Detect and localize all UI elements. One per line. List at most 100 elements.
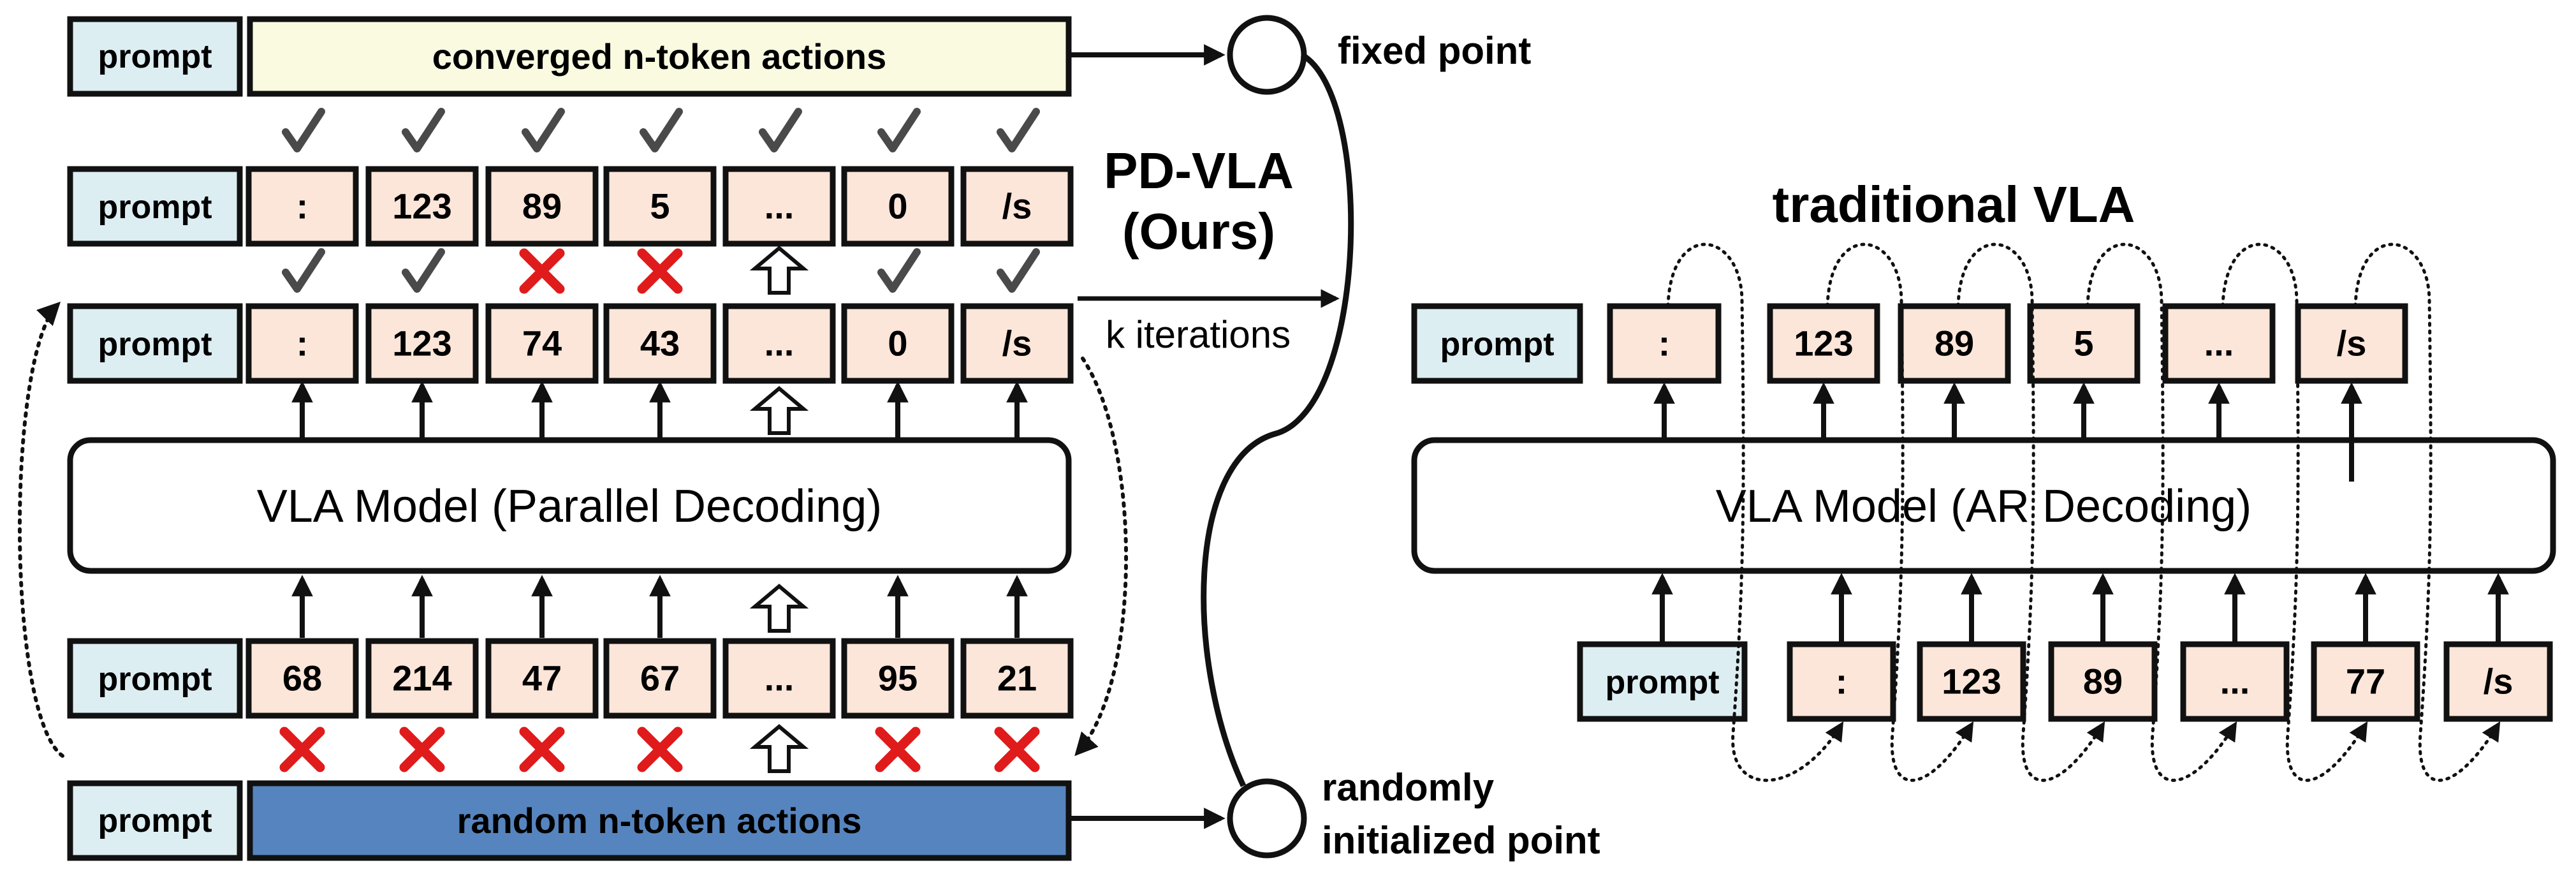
- token-row_top-5-text: 0: [888, 186, 907, 226]
- convergence-trajectory: [1201, 52, 1354, 787]
- token-row_top-5-box: [841, 166, 955, 247]
- prompt-box-traditional-output: [1411, 303, 1583, 384]
- token-row_mid-5-text: 0: [888, 323, 907, 364]
- check-mark: [877, 108, 921, 152]
- prompt-label: prompt: [1440, 326, 1554, 363]
- ar-output-0-box: [1607, 303, 1722, 384]
- ar-input-3-text: ...: [2220, 661, 2250, 702]
- right-feedback-loop: [1074, 357, 1129, 756]
- check-mark: [522, 108, 565, 152]
- token-row_top-6-box: [960, 166, 1074, 247]
- token-row_top-4-text: ...: [765, 186, 794, 226]
- ar-input-0-text: :: [1836, 661, 1848, 702]
- ar-dotted-loop: [2221, 242, 2368, 782]
- token-row_mid-2-text: 74: [522, 323, 562, 364]
- pd-vla-title-line1: PD-VLA: [1104, 142, 1294, 199]
- cross-mark: [637, 727, 683, 772]
- token-row_top-1-box: [365, 166, 479, 247]
- prompt-box-random: [67, 780, 243, 861]
- prompt-box: [67, 303, 243, 384]
- ar-output-5-text: /s: [2337, 323, 2367, 364]
- ar-output-1-text: 123: [1794, 323, 1853, 364]
- check-mark: [402, 108, 445, 152]
- random-point-label-line2: initialized point: [1322, 819, 1600, 862]
- cross-mark: [279, 727, 325, 772]
- token-row_mid-0-text: :: [296, 323, 309, 364]
- ar-input-2-text: 89: [2083, 661, 2123, 702]
- token-row_top-3-text: 5: [650, 186, 670, 226]
- initial-point-circle: [1227, 778, 1307, 859]
- ar-dotted-loop: [1956, 242, 2105, 782]
- token-row_bottom-1-text: 214: [392, 658, 451, 698]
- ar-output-0-text: :: [1658, 323, 1671, 364]
- converged-actions-box: [247, 16, 1072, 97]
- prompt-label: prompt: [98, 189, 212, 226]
- check-mark: [997, 108, 1040, 152]
- ar-input-0-box: [1787, 641, 1896, 722]
- ar-output-5-box: [2295, 303, 2408, 384]
- ar-input-1-text: 123: [1942, 661, 2001, 702]
- ar-input-4-text: 77: [2346, 661, 2385, 702]
- check-mark: [282, 108, 325, 152]
- token-row_mid-4-text: ...: [765, 323, 794, 364]
- token-row_bottom-0-text: 68: [282, 658, 322, 698]
- token-row_bottom-3-text: 67: [640, 658, 680, 698]
- token-row_mid-3-text: 43: [640, 323, 680, 364]
- token-row_mid-4-box: [722, 303, 836, 384]
- check-mark: [759, 108, 802, 152]
- prompt-box: [67, 638, 243, 719]
- ar-dotted-loop: [1666, 242, 1844, 782]
- prompt-label: prompt: [98, 38, 212, 75]
- ar-decoding-model-box: [1411, 437, 2556, 574]
- ar-input-5-text: /s: [2484, 661, 2514, 702]
- token-row_top-0-box: [245, 166, 359, 247]
- prompt-label: prompt: [98, 326, 212, 363]
- token-row_top-3-box: [603, 166, 717, 247]
- check-mark: [402, 248, 445, 293]
- cross-mark: [399, 727, 445, 772]
- token-row_top-1-text: 123: [392, 186, 451, 226]
- traditional-vla-title: traditional VLA: [1773, 176, 2135, 233]
- token-row_bottom-4-box: [722, 638, 836, 719]
- token-row_top-2-text: 89: [522, 186, 562, 226]
- token-row_bottom-2-text: 47: [522, 658, 562, 698]
- ar-input-3-box: [2180, 641, 2290, 722]
- ar-dotted-loop: [2086, 242, 2237, 782]
- converged-actions-label: converged n-token actions: [432, 36, 887, 77]
- token-row_bottom-1-box: [365, 638, 479, 719]
- check-mark: [282, 248, 325, 293]
- token-row_mid-5-box: [841, 303, 955, 384]
- cross-mark: [637, 248, 683, 294]
- ar-dotted-loop: [2353, 242, 2501, 782]
- token-row_top-2-box: [485, 166, 599, 247]
- token-row_mid-1-text: 123: [392, 323, 451, 364]
- parallel-arrows: [291, 381, 1028, 638]
- token-row_bottom-2-box: [485, 638, 599, 719]
- token-row_mid-1-box: [365, 303, 479, 384]
- ar-output-1-box: [1767, 303, 1880, 384]
- token-row_mid-6-box: [960, 303, 1074, 384]
- hollow-arrow: [749, 584, 809, 633]
- token-row_bottom-6-text: 21: [997, 658, 1037, 698]
- ar-input-1-box: [1917, 641, 2026, 722]
- ar-output-2-box: [1898, 303, 2011, 384]
- check-mark: [640, 108, 683, 152]
- token-row_mid-2-box: [485, 303, 599, 384]
- parallel-decoding-model-box: [67, 437, 1072, 574]
- ar-input-5-box: [2443, 641, 2553, 722]
- ar-output-3-box: [2027, 303, 2141, 384]
- k-iterations-label: k iterations: [1106, 313, 1291, 356]
- token-row_bottom-6-box: [960, 638, 1074, 719]
- hollow-arrow: [749, 386, 809, 435]
- ar-output-3-text: 5: [2074, 323, 2093, 364]
- cross-mark: [875, 727, 921, 772]
- token-row_bottom-4-text: ...: [765, 658, 794, 698]
- token-row_mid-0-box: [245, 303, 359, 384]
- token-row_bottom-5-box: [841, 638, 955, 719]
- token-row_top-0-text: :: [296, 186, 309, 226]
- cross-mark: [519, 248, 565, 294]
